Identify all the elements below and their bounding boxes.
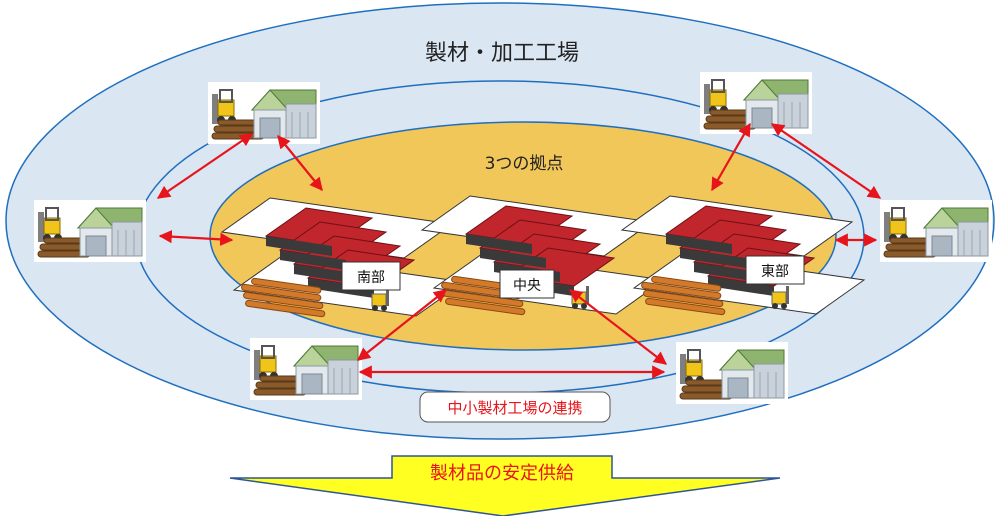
- base-label-east-text: 東部: [761, 264, 789, 280]
- partnership-label: 中小製材工場の連携: [419, 391, 611, 423]
- outer-zone-label: 製材・加工工場: [425, 41, 579, 66]
- arrow-topleft-south: [277, 134, 323, 192]
- sawmill-right: [879, 199, 993, 263]
- base-label-center-text: 中央: [513, 278, 541, 294]
- arrow-center-bottomleft: [356, 289, 448, 361]
- arrow-left-topleft: [156, 133, 254, 199]
- core-zone-label: 3つの拠点: [485, 154, 564, 174]
- sawmill-top-right: [699, 71, 813, 135]
- sawmill-left: [33, 199, 147, 263]
- base-label-south: 南部: [341, 261, 401, 291]
- base-label-center: 中央: [499, 269, 555, 299]
- partnership-label-text: 中小製材工場の連携: [447, 399, 582, 417]
- sawmill-top-left: [207, 81, 321, 145]
- base-label-south-text: 南部: [357, 270, 385, 286]
- base-label-east: 東部: [745, 255, 805, 285]
- arrow-topright-east: [711, 122, 751, 192]
- supply-label: 製材品の安定供給: [430, 463, 574, 484]
- sawmill-bottom-right: [675, 341, 789, 405]
- arrow-center-bottomright: [568, 289, 668, 365]
- supply-arrow: 製材品の安定供給: [229, 455, 781, 516]
- sawmill-bottom-left: [249, 337, 363, 401]
- arrow-topright-right: [770, 123, 882, 199]
- arrow-left-south: [158, 230, 234, 246]
